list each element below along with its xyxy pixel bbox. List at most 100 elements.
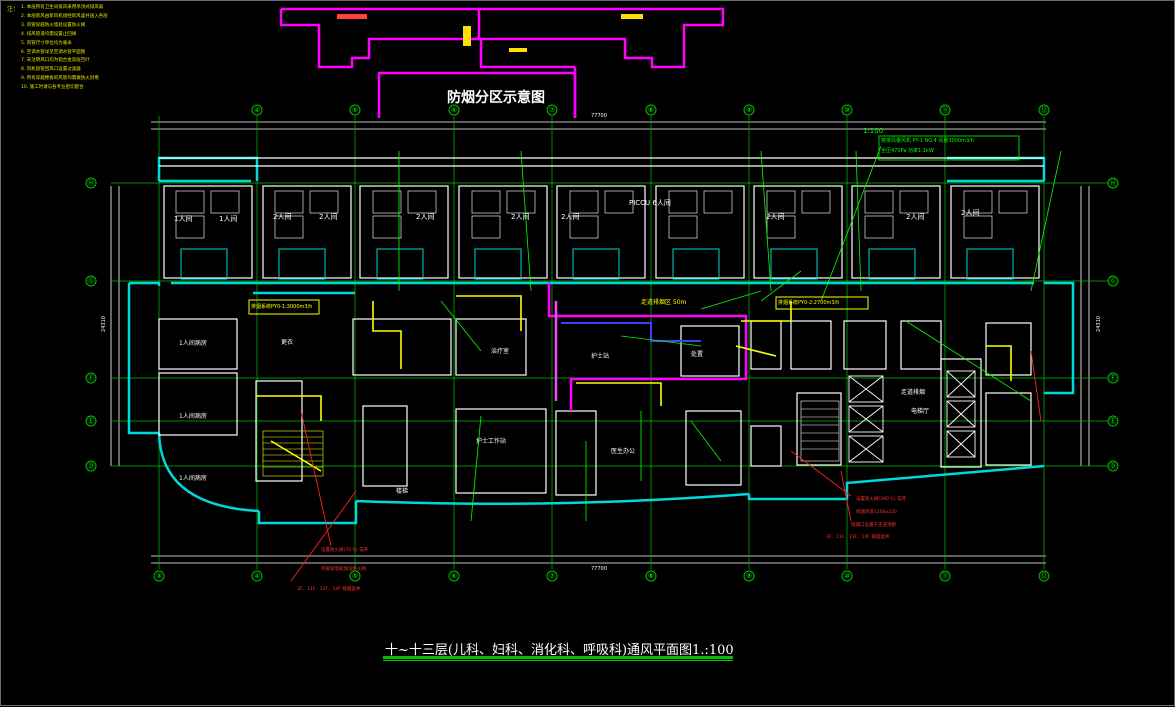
note-line: 8. 风机盘管回风口设置过滤器	[21, 67, 81, 73]
smoke-system-box	[775, 296, 869, 310]
elevator-shafts	[848, 370, 976, 463]
axis-bubble-label: Ⓔ	[87, 417, 95, 425]
room-label: 楼梯	[396, 488, 409, 495]
smoke-zone-schematic	[279, 7, 725, 118]
axis-bubble-label: ④	[253, 106, 261, 114]
damper-note: 设置防火阀(280℃) 常开	[856, 497, 907, 502]
room-label: 2人间	[416, 213, 435, 221]
notes-lead: 注：	[7, 6, 20, 13]
axis-bubble-label: ⑥	[450, 106, 458, 114]
note-line: 2. 本层新风由新风机组经新风竖井送入各层	[21, 13, 108, 19]
axis-bubble-label: ④	[253, 572, 261, 580]
axis-bubble-label: ⑤	[351, 572, 359, 580]
zone-tag	[509, 48, 527, 52]
axis-bubble-label: ⑧	[647, 106, 655, 114]
fresh-air-leaders	[398, 145, 1062, 522]
damper-note: 3F、11F、13F、14F 排烟竖井	[297, 587, 361, 592]
zone-tag	[337, 14, 367, 19]
room-label: 护士站	[591, 353, 610, 360]
axis-bubble-label: Ⓕ	[87, 374, 95, 382]
axis-bubbles	[85, 104, 1119, 582]
room-label: PICCU 6人间	[629, 199, 671, 207]
damper-note: 排烟口设置于走道顶部	[851, 523, 896, 528]
axis-bubble-label: ⑦	[548, 572, 556, 580]
axis-bubble-label: ⑫	[1040, 106, 1048, 114]
axis-bubble-label: ⑨	[745, 572, 753, 580]
room-label: 医生办公	[611, 448, 636, 455]
room-label: 更衣	[281, 339, 294, 346]
interior-walls	[158, 157, 1044, 496]
scale-label: 1:100	[863, 127, 884, 135]
room-label: 1人间	[174, 215, 193, 223]
note-line: 5. 风管尺寸单位均为毫米	[21, 40, 72, 46]
smoke-system-label: 排烟系统PY0-1:3000m3/h	[251, 304, 313, 310]
axis-bubble-label: ⑦	[548, 106, 556, 114]
room-label: 2人间	[561, 213, 580, 221]
dimension-text: 24310	[100, 316, 107, 332]
axis-bubble-label: Ⓗ	[1109, 179, 1117, 187]
title-underline	[383, 660, 733, 661]
fan-spec-box	[878, 135, 1020, 161]
note-line: 7. 未注明风口均为铝合金双层百叶	[21, 58, 90, 64]
dimension-text: 77700	[591, 566, 607, 572]
axis-bubble-label: ⑧	[647, 572, 655, 580]
drawing-title: 十~十三层(儿科、妇科、消化科、呼吸科)通风平面图1.:100	[385, 643, 734, 658]
damper-note: 排烟风管1200x320	[856, 510, 897, 515]
axis-bubble-label: ⑤	[351, 106, 359, 114]
note-line: 1. 本层所有卫生间排风采用吊顶式排风扇	[21, 5, 104, 10]
room-label: 护士工作站	[476, 438, 507, 445]
room-label: 2人间	[511, 213, 530, 221]
axis-bubble-label: Ⓓ	[87, 462, 95, 470]
axis-bubble-label: ⑩	[843, 106, 851, 114]
axis-bubble-label: ⑪	[941, 106, 949, 114]
axis-bubble-label: ⑨	[745, 106, 753, 114]
axis-bubble-label: ③	[155, 572, 163, 580]
smoke-system-label: 排烟系统PY0-2:2700m3/h	[778, 300, 840, 306]
fan-spec-line: 按排风量风机 PY-1 NO.4 风量3000m3/h	[881, 138, 974, 144]
stair-hatching	[262, 400, 840, 477]
smoke-zone-title: 防烟分区示意图	[447, 90, 545, 106]
building-outline	[127, 156, 1075, 525]
room-label: 电梯厅	[911, 408, 930, 415]
room-label: 1人间	[219, 215, 238, 223]
room-label: 2人间	[766, 213, 785, 221]
note-line: 4. 排风管道均需设置止回阀	[21, 31, 77, 37]
note-line: 9. 所有穿越楼板的风管均需做防火封堵	[21, 76, 99, 82]
fan-spec-line: 全压470Pa 功率1.1kW	[881, 148, 934, 154]
dimension-lines	[110, 121, 1090, 564]
supply-duct	[561, 322, 701, 342]
damper-note: 设置防火阀(70℃) 常开	[321, 548, 369, 553]
dimension-text: 77700	[591, 113, 607, 119]
smoke-damper-leaders	[290, 350, 1042, 582]
axis-bubble-label: Ⓖ	[87, 277, 95, 285]
room-label: 2人间	[961, 209, 980, 217]
title-underline	[383, 656, 733, 659]
room-label: 2人间	[273, 213, 292, 221]
damper-note: 风管穿墙处加设防火阀	[321, 567, 366, 572]
axis-bubble-label: Ⓗ	[87, 179, 95, 187]
note-line: 10. 施工时请与各专业密切配合	[21, 85, 84, 91]
corridor-zone-label: 走道排烟区 50m	[641, 299, 687, 306]
room-label: 2人间	[319, 213, 338, 221]
zone-tag	[621, 14, 643, 19]
ensuite-bathrooms	[180, 248, 1014, 280]
room-label: 处置	[691, 351, 704, 358]
axis-bubble-label: Ⓓ	[1109, 462, 1117, 470]
room-label: 治疗室	[491, 348, 510, 355]
note-line: 3. 风管穿越防火墙处设置防火阀	[21, 22, 86, 28]
smoke-exhaust-ducts	[256, 295, 1012, 472]
axis-bubble-label: ⑪	[941, 572, 949, 580]
dimension-text: 24310	[1095, 316, 1102, 332]
room-label: 1人间病房	[179, 413, 207, 420]
room-label: 1人间病房	[179, 475, 207, 482]
room-label: 1人间病房	[179, 340, 207, 347]
damper-note: 3F、11F、13F、14F 排烟竖井	[826, 535, 890, 540]
room-label: 2人间	[906, 213, 925, 221]
note-line: 6. 空调水管详见空调水管平面图	[21, 49, 86, 55]
axis-bubble-label: ⑩	[843, 572, 851, 580]
axis-bubble-label: ⑫	[1040, 572, 1048, 580]
main-exhaust-duct	[547, 283, 748, 411]
axis-bubble-label: ⑥	[450, 572, 458, 580]
